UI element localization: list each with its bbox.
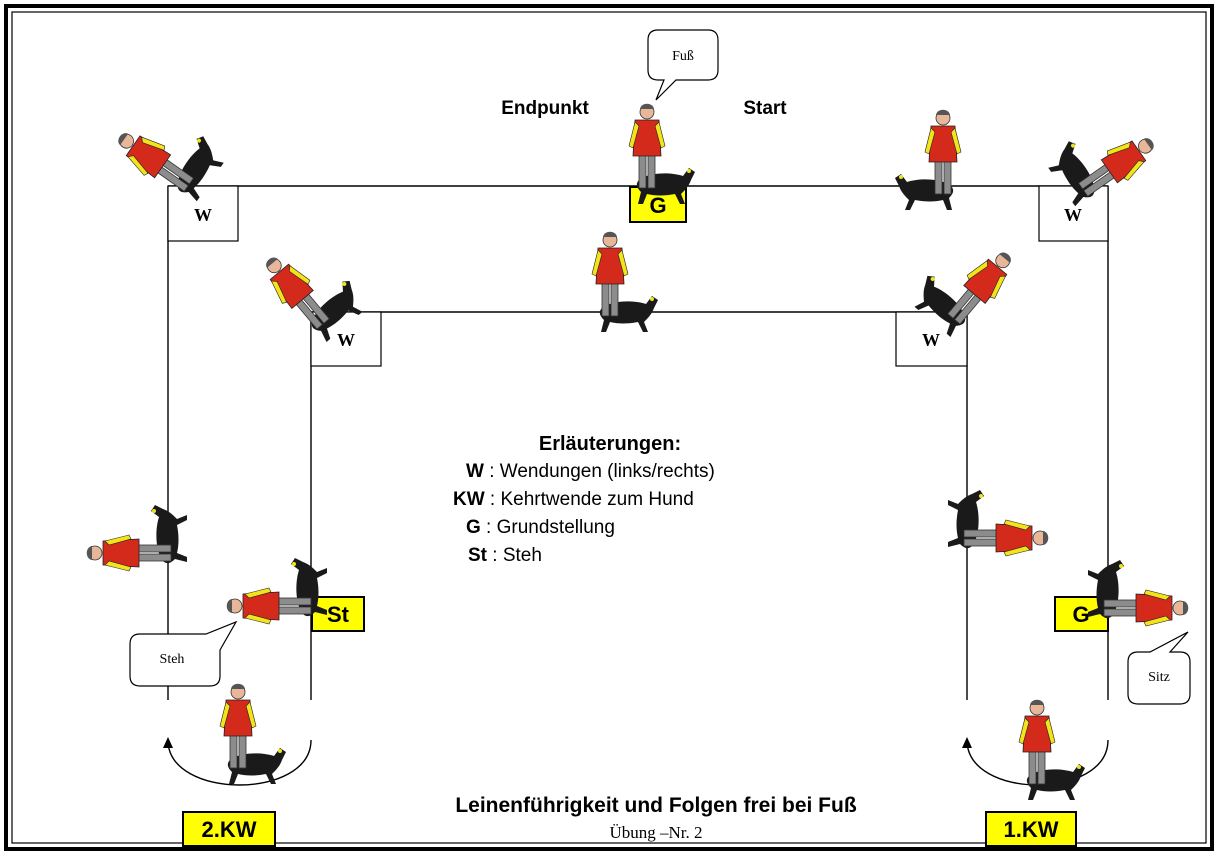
w-label: W [1064,205,1082,225]
handler-dog-kw1 [1018,699,1086,801]
callout-steh: Steh [129,620,238,687]
kw2-badge: 2.KW [182,811,276,847]
legend-key: KW [453,489,485,510]
handler-dog-right-side [947,489,1049,557]
legend-text: : Steh [487,545,542,566]
callout-sitz: Sitz [1127,631,1191,705]
handler-dog-steh [226,557,328,625]
legend-text: : Grundstellung [481,517,615,538]
footer-subtitle: Übung –Nr. 2 [609,823,702,842]
legend-key: St [468,545,488,566]
w-box-top-right: W [1038,185,1109,242]
callout-steh-text: Steh [160,652,185,667]
course-path [167,185,1109,786]
legend: Erläuterungen: W : Wendungen (links/rech… [453,433,715,566]
kw1-label: 1.KW [1004,817,1059,842]
legend-key: W [466,461,484,482]
st-label: St [327,602,350,627]
handler-dog-top-center [628,103,696,205]
g-label: G [649,193,666,218]
footer-title: Leinenführigkeit und Folgen frei bei Fuß [455,794,857,817]
legend-item: G : Grundstellung [466,517,615,538]
w-box-top-left: W [167,185,239,242]
callout-fuss: Fuß [647,29,719,101]
kw1-badge: 1.KW [985,811,1077,847]
handler-dog-top-start [894,109,962,211]
turn-arc-kw2 [167,739,312,786]
legend-text: : Wendungen (links/rechts) [484,461,715,482]
callout-sitz-text: Sitz [1148,670,1170,685]
handler-dog-kw2 [219,683,287,785]
handler-dog-inner-center [591,231,659,333]
frame-outer [4,4,1214,851]
w-label: W [194,205,212,225]
legend-heading: Erläuterungen: [539,433,681,455]
legend-item: KW : Kehrtwende zum Hund [453,489,694,510]
g-label: G [1072,602,1089,627]
w-label: W [337,330,355,350]
kw2-label: 2.KW [202,817,257,842]
start-label: Start [743,98,787,119]
w-label: W [922,330,940,350]
legend-item: W : Wendungen (links/rechts) [466,461,715,482]
st-badge: St [311,596,365,632]
endpunkt-label: Endpunkt [501,98,589,119]
handler-dog-left-side [86,504,188,572]
handler-dog-sitz [1087,559,1189,627]
legend-key: G [466,517,481,538]
arrow-kw2-icon [163,737,173,748]
legend-item: St : Steh [468,545,542,566]
arrow-kw1-icon [962,737,972,748]
frame-inner [11,11,1207,844]
legend-text: : Kehrtwende zum Hund [485,489,694,510]
callout-fuss-text: Fuß [672,49,694,64]
